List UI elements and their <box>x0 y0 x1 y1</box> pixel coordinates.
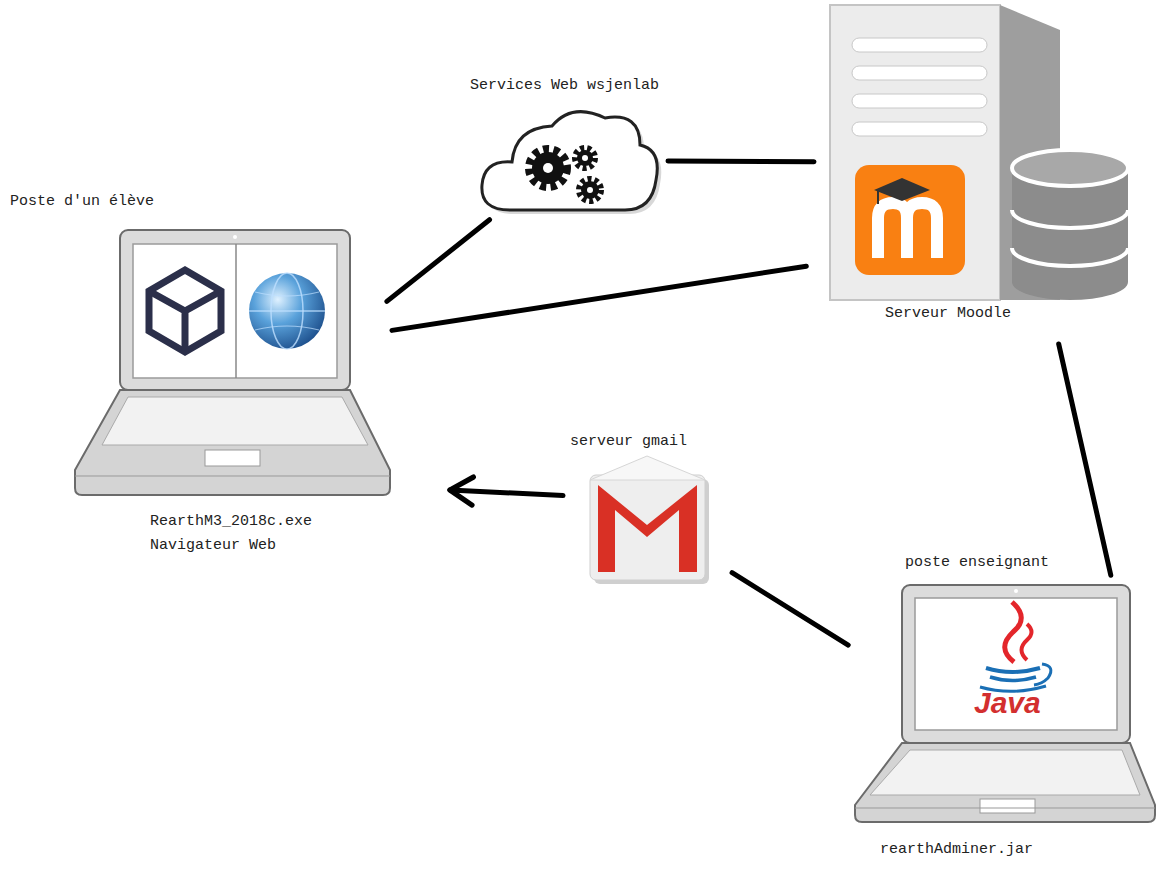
globe-icon <box>249 273 325 349</box>
node-heading: Poste d'un élève <box>10 190 154 214</box>
student-workstation: Poste d'un élèveRearthM3_2018c.exe Navig… <box>75 230 390 495</box>
node-caption: RearthM3_2018c.exe Navigateur Web <box>150 510 321 558</box>
node-caption: Serveur Moodle <box>885 302 1011 326</box>
node-caption: rearthAdminer.jar <box>880 838 1033 862</box>
moodle-server: Serveur Moodle <box>830 5 1130 301</box>
unity-logo <box>149 270 221 352</box>
gmail-icon <box>590 456 709 584</box>
java-logo <box>980 602 1051 691</box>
node-heading: Services Web wsjenlab <box>470 74 659 98</box>
database-cylinder <box>1012 150 1128 300</box>
connector-line <box>387 220 490 302</box>
gmail-server: serveur gmail <box>585 455 710 585</box>
logo-wordmark: Java <box>974 686 1041 720</box>
connector-line <box>392 266 806 330</box>
moodle-server <box>830 5 1128 300</box>
connector-line <box>1059 344 1111 575</box>
student-laptop <box>75 230 390 495</box>
node-heading: serveur gmail <box>570 430 687 454</box>
web-services-cloud: Services Web wsjenlab <box>480 110 658 216</box>
connector-line <box>450 490 563 496</box>
connector-line <box>732 573 848 645</box>
teacher-laptop <box>855 585 1155 822</box>
cloud-icon <box>482 112 661 214</box>
connector-line <box>668 158 814 164</box>
node-heading: poste enseignant <box>905 551 1049 575</box>
